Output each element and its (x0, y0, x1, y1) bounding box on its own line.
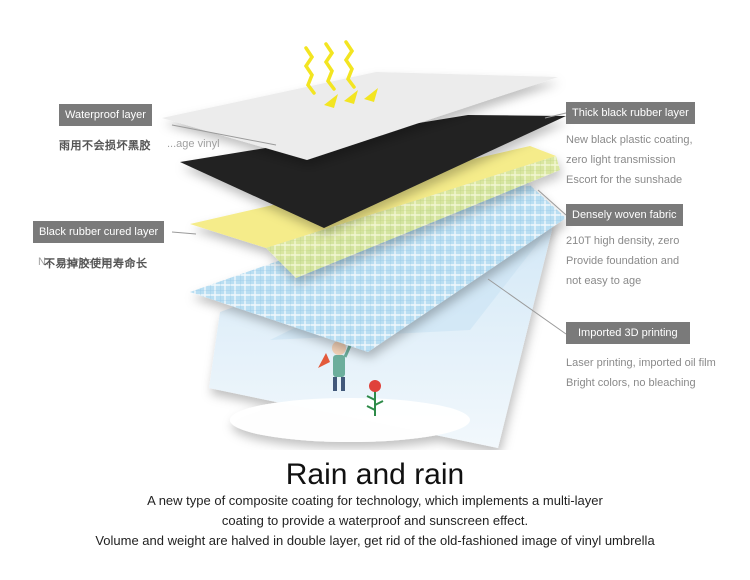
waterproof-layer (162, 72, 558, 160)
black-cured-layer-description: N... service life 不易掉胶使用寿命长 (38, 256, 248, 272)
printing-description: Laser printing, imported oil film Bright… (566, 353, 716, 393)
woven-fabric-description: 210T high density, zero Provide foundati… (566, 231, 679, 291)
caption-line-3: Volume and weight are halved in double l… (95, 533, 655, 548)
caption-line-2: coating to provide a waterproof and suns… (221, 513, 529, 528)
black-cured-layer-tag: Black rubber cured layer (33, 221, 165, 243)
woven-fabric-tag: Densely woven fabric (566, 204, 683, 226)
layer-stack-illustration (162, 40, 567, 448)
woven-line: Provide foundation and (566, 255, 680, 267)
thick-black-line: Escort for the sunshade (566, 174, 683, 186)
flower-figure (366, 380, 384, 416)
waterproof-desc-en: ...age vinyl (167, 138, 220, 150)
thick-black-rubber-description: New black plastic coating, zero light tr… (566, 130, 693, 190)
printing-tag: Imported 3D printing (566, 322, 690, 344)
printing-line: Laser printing, imported oil film (566, 357, 716, 369)
sun-rays-arrow-icon (303, 40, 378, 108)
callout-leader-lines (171, 112, 567, 335)
black-cured-desc-en: N... service life (38, 256, 111, 268)
woven-line: 210T high density, zero (566, 235, 680, 247)
thick-black-line: New black plastic coating, (566, 134, 693, 146)
woven-line: not easy to age (566, 275, 642, 287)
waterproof-layer-tag: Waterproof layer (59, 104, 152, 126)
black-rubber-layer (180, 115, 566, 228)
headline: Rain and rain (285, 458, 465, 491)
caption-line-1: A new type of composite coating for tech… (147, 493, 603, 508)
woven-fabric-layer (190, 176, 566, 352)
thick-black-rubber-tag: Thick black rubber layer (566, 102, 695, 124)
thick-black-line: zero light transmission (566, 154, 676, 166)
waterproof-layer-description: ...age vinyl 雨用不会损坏黑胶 (59, 138, 239, 154)
waterproof-desc-zh: 雨用不会损坏黑胶 (59, 140, 151, 152)
printing-line: Bright colors, no bleaching (566, 377, 696, 389)
character-figure (318, 340, 354, 391)
black-cured-desc-zh: 不易掉胶使用寿命长 (44, 258, 148, 270)
